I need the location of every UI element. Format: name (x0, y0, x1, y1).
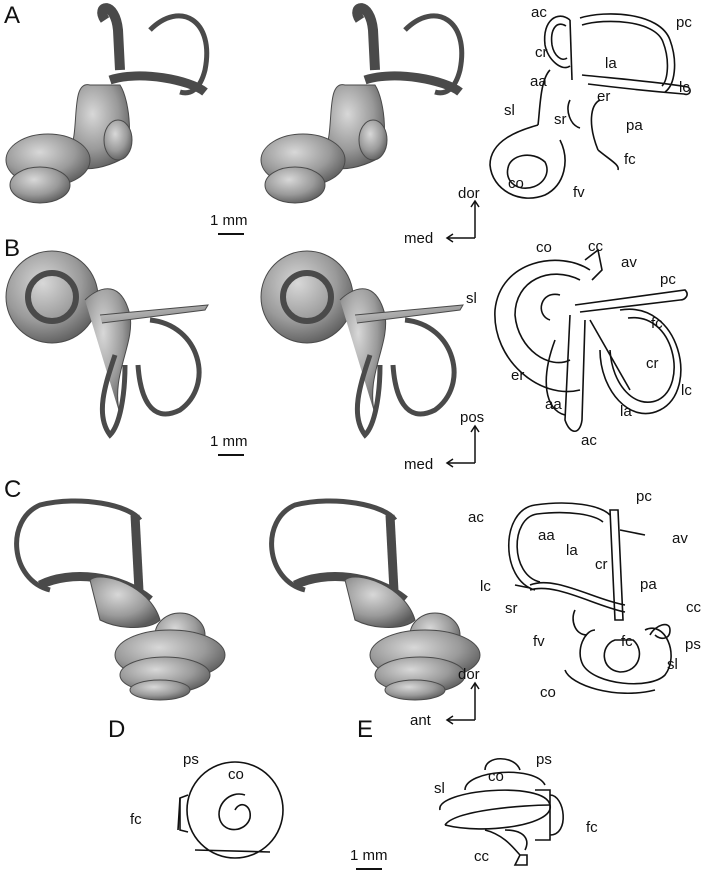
label-a-pa: pa (626, 117, 643, 134)
label-a-pc: pc (676, 14, 692, 31)
label-a-er: er (597, 88, 611, 105)
label-a-la: la (605, 55, 617, 72)
label-c-fc: fc (621, 633, 633, 650)
label-d-fc: fc (130, 811, 142, 828)
label-b-sl: sl (466, 290, 477, 307)
label-a-sr: sr (554, 111, 567, 128)
label-b-fc: fc (651, 315, 663, 332)
inner-ear-render-a-right (260, 3, 465, 204)
label-b-ac: ac (581, 432, 597, 449)
label-c-co: co (540, 684, 556, 701)
orientation-arrows-a (445, 199, 480, 243)
label-a-aa: aa (530, 73, 547, 90)
line-drawing-d (177, 761, 284, 859)
label-c-ps: ps (685, 636, 701, 653)
panel-letter-b: B (4, 235, 21, 262)
scale-bar-b (218, 454, 244, 456)
inner-ear-render-b-left (5, 250, 209, 439)
axis-left-a: med (404, 230, 434, 247)
label-c-cr: cr (595, 556, 608, 573)
panel-letter-c: C (4, 476, 22, 503)
inner-ear-render-a-left (5, 3, 210, 204)
line-drawing-c (507, 502, 672, 694)
label-a-fc: fc (624, 151, 636, 168)
label-a-sl: sl (504, 102, 515, 119)
label-e-sl: sl (434, 780, 445, 797)
label-e-cc: cc (474, 848, 489, 865)
line-drawing-a (489, 13, 691, 199)
label-b-aa: aa (545, 396, 562, 413)
label-c-av: av (672, 530, 688, 547)
label-c-lc: lc (480, 578, 491, 595)
label-b-pc: pc (660, 271, 676, 288)
label-b-av: av (621, 254, 637, 271)
label-c-cc: cc (686, 599, 701, 616)
scale-label-e: 1 mm (350, 847, 388, 864)
label-a-co: co (508, 175, 524, 192)
axis-left-c: ant (410, 712, 431, 729)
inner-ear-render-c-right (269, 498, 481, 701)
axis-up-b: pos (460, 409, 485, 426)
label-b-lc: lc (681, 382, 692, 399)
label-b-cr: cr (646, 355, 659, 372)
scale-label-b: 1 mm (210, 433, 248, 450)
label-c-sr: sr (505, 600, 518, 617)
label-e-fc: fc (586, 819, 598, 836)
label-c-fv: fv (533, 633, 545, 650)
label-c-la: la (566, 542, 578, 559)
scale-bar-e (356, 868, 382, 870)
label-a-lc: lc (679, 79, 690, 96)
scale-label-a: 1 mm (210, 212, 248, 229)
label-b-co: co (536, 239, 552, 256)
label-c-aa: aa (538, 527, 555, 544)
panel-letter-e: E (357, 716, 374, 743)
inner-ear-render-c-left (14, 498, 226, 701)
inner-ear-render-b-right (260, 250, 464, 439)
label-d-co: co (228, 766, 244, 783)
label-d-ps: ps (183, 751, 199, 768)
orientation-arrows-c (445, 681, 480, 725)
scale-bar-a (218, 233, 244, 235)
line-drawing-b (494, 248, 688, 433)
axis-up-a: dor (458, 185, 480, 202)
label-b-la: la (620, 403, 632, 420)
label-e-co: co (488, 768, 504, 785)
axis-left-b: med (404, 456, 434, 473)
panel-letter-d: D (108, 716, 126, 743)
label-a-ac: ac (531, 4, 547, 21)
axis-up-c: dor (458, 666, 480, 683)
label-e-ps: ps (536, 751, 552, 768)
label-a-cr: cr (535, 44, 548, 61)
label-b-er: er (511, 367, 525, 384)
label-c-pc: pc (636, 488, 652, 505)
panel-letter-a: A (4, 2, 21, 29)
label-c-pa: pa (640, 576, 657, 593)
label-c-sl: sl (667, 656, 678, 673)
label-c-ac: ac (468, 509, 484, 526)
label-b-cc: cc (588, 238, 603, 255)
line-drawing-e (439, 757, 564, 866)
orientation-arrows-b (445, 424, 480, 468)
label-a-fv: fv (573, 184, 585, 201)
